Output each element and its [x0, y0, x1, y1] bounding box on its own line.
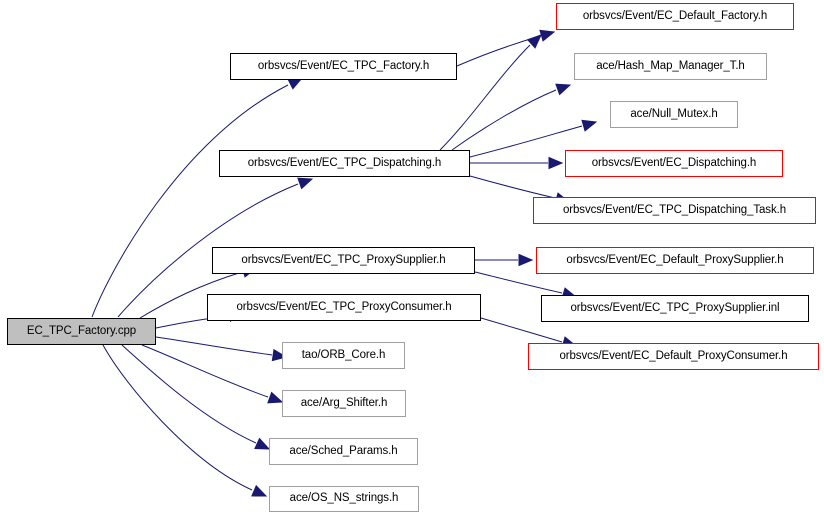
node-label: orbsvcs/Event/EC_TPC_ProxyConsumer.h: [236, 300, 452, 313]
graph-node[interactable]: orbsvcs/Event/EC_TPC_ProxySupplier.inl: [541, 295, 809, 322]
graph-edge: [456, 29, 556, 67]
node-label: orbsvcs/Event/EC_Default_Factory.h: [582, 9, 768, 22]
graph-node[interactable]: ace/Hash_Map_Manager_T.h: [574, 53, 767, 80]
graph-node[interactable]: ace/OS_NS_strings.h: [269, 486, 419, 512]
graph-node[interactable]: ace/Null_Mutex.h: [610, 101, 738, 128]
graph-edge: [141, 344, 284, 404]
graph-node[interactable]: ace/Arg_Shifter.h: [282, 390, 406, 417]
graph-node[interactable]: orbsvcs/Event/EC_TPC_Factory.h: [230, 53, 457, 80]
graph-edge: [155, 336, 288, 362]
graph-node[interactable]: orbsvcs/Event/EC_TPC_ProxySupplier.h: [212, 247, 475, 274]
graph-node[interactable]: orbsvcs/Event/EC_Dispatching.h: [565, 150, 783, 177]
node-label: ace/Hash_Map_Manager_T.h: [596, 59, 745, 72]
graph-edge: [102, 344, 268, 497]
node-label: orbsvcs/Event/EC_Dispatching.h: [591, 156, 757, 169]
graph-edge: [451, 83, 572, 151]
node-label: EC_TPC_Factory.cpp: [26, 324, 137, 337]
graph-node[interactable]: orbsvcs/Event/EC_TPC_Dispatching_Task.h: [533, 197, 816, 224]
node-label: orbsvcs/Event/EC_TPC_ProxySupplier.h: [241, 253, 446, 266]
node-label: ace/Sched_Params.h: [289, 444, 398, 457]
node-label: orbsvcs/Event/EC_Default_ProxySupplier.h: [566, 253, 784, 266]
graph-node[interactable]: ace/Sched_Params.h: [269, 438, 418, 465]
graph-edge: [470, 156, 564, 170]
graph-node[interactable]: tao/ORB_Core.h: [282, 342, 405, 369]
graph-node[interactable]: orbsvcs/Event/EC_Default_ProxyConsumer.h: [528, 343, 819, 370]
graph-edge: [121, 344, 271, 450]
graph-node[interactable]: orbsvcs/Event/EC_Default_Factory.h: [556, 3, 794, 30]
graph-node[interactable]: orbsvcs/Event/EC_TPC_Dispatching.h: [219, 150, 470, 177]
node-label: ace/OS_NS_strings.h: [289, 492, 399, 505]
node-label: tao/ORB_Core.h: [301, 348, 386, 361]
graph-root-node[interactable]: EC_TPC_Factory.cpp: [7, 318, 156, 345]
graph-edge: [91, 77, 304, 318]
graph-node[interactable]: orbsvcs/Event/EC_TPC_ProxyConsumer.h: [207, 294, 481, 321]
graph-node[interactable]: orbsvcs/Event/EC_Default_ProxySupplier.h: [536, 247, 814, 274]
node-label: ace/Arg_Shifter.h: [300, 396, 388, 409]
node-label: orbsvcs/Event/EC_TPC_Dispatching_Task.h: [562, 203, 786, 216]
node-label: orbsvcs/Event/EC_TPC_ProxySupplier.inl: [570, 301, 780, 314]
node-label: orbsvcs/Event/EC_TPC_Factory.h: [257, 59, 430, 72]
graph-edge: [475, 253, 534, 267]
node-label: orbsvcs/Event/EC_Default_ProxyConsumer.h: [559, 349, 788, 362]
node-label: orbsvcs/Event/EC_TPC_Dispatching.h: [247, 156, 442, 169]
node-label: ace/Null_Mutex.h: [630, 107, 718, 120]
